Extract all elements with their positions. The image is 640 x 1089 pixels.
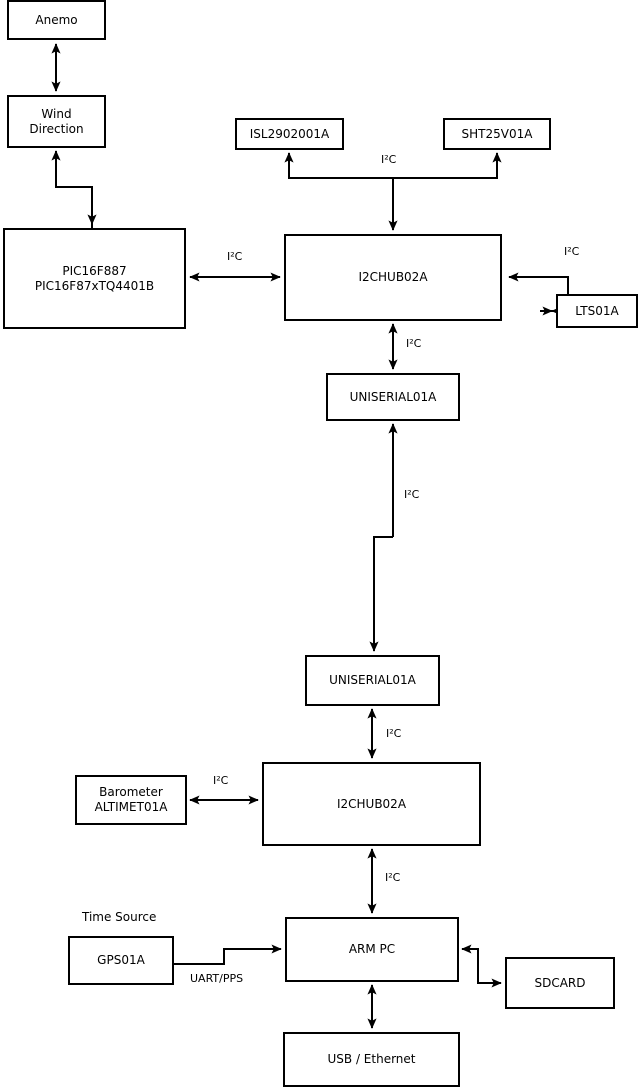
edge-gps-armpc bbox=[173, 944, 282, 965]
node-uniserial01a-top-label: UNISERIAL01A bbox=[349, 389, 437, 404]
edge-label-hubtop-uniserial-i2c: I²C bbox=[406, 337, 422, 350]
edge-armpc-sdcard-out bbox=[477, 949, 502, 988]
node-lts01a-label: LTS01A bbox=[575, 303, 619, 318]
node-isl2902001a-label: ISL2902001A bbox=[249, 126, 330, 141]
edge-bus-sht bbox=[393, 152, 502, 179]
node-i2chub02a-bottom[interactable]: I2CHUB02A bbox=[262, 762, 481, 846]
label-time-source: Time Source bbox=[82, 910, 157, 924]
node-isl2902001a[interactable]: ISL2902001A bbox=[235, 118, 344, 150]
edge-sdcard-armpc-in bbox=[461, 944, 479, 983]
node-sht25v01a[interactable]: SHT25V01A bbox=[443, 118, 551, 150]
node-pic-mcu-label: PIC16F887 PIC16F87xTQ4401B bbox=[34, 263, 155, 293]
node-uniserial01a-bottom[interactable]: UNISERIAL01A bbox=[305, 655, 440, 706]
node-pic-mcu[interactable]: PIC16F887 PIC16F87xTQ4401B bbox=[3, 228, 186, 329]
node-lts01a[interactable]: LTS01A bbox=[556, 294, 638, 328]
node-i2chub02a-top[interactable]: I2CHUB02A bbox=[284, 234, 502, 321]
node-anemo[interactable]: Anemo bbox=[7, 0, 106, 40]
node-wind-direction[interactable]: Wind Direction bbox=[7, 95, 106, 148]
edge-label-lts-i2c: I²C bbox=[564, 245, 580, 258]
node-sht25v01a-label: SHT25V01A bbox=[461, 126, 533, 141]
edge-label-barometer-i2c: I²C bbox=[213, 774, 229, 787]
node-i2chub02a-bottom-label: I2CHUB02A bbox=[336, 796, 407, 811]
node-usb-ethernet-label: USB / Ethernet bbox=[327, 1052, 416, 1066]
node-arm-pc[interactable]: ARM PC bbox=[285, 917, 459, 982]
edge-label-uniserial-link-i2c: I²C bbox=[404, 488, 420, 501]
node-barometer[interactable]: Barometer ALTIMET01A bbox=[75, 775, 187, 825]
node-wind-direction-label: Wind Direction bbox=[29, 106, 84, 136]
node-arm-pc-label: ARM PC bbox=[348, 942, 396, 956]
edge-label-pic-hub-i2c: I²C bbox=[227, 250, 243, 263]
node-barometer-label: Barometer ALTIMET01A bbox=[94, 785, 168, 814]
node-sdcard-label: SDCARD bbox=[534, 975, 586, 990]
node-uniserial01a-bottom-label: UNISERIAL01A bbox=[329, 673, 416, 687]
node-uniserial01a-top[interactable]: UNISERIAL01A bbox=[326, 373, 460, 421]
edge-unitop-unibot-down bbox=[369, 536, 393, 652]
edge-label-uniserial-hubbot-i2c: I²C bbox=[386, 727, 402, 740]
node-sdcard[interactable]: SDCARD bbox=[505, 957, 615, 1009]
node-anemo-label: Anemo bbox=[35, 12, 78, 27]
edge-label-hubbot-armpc-i2c: I²C bbox=[385, 871, 401, 884]
node-usb-ethernet[interactable]: USB / Ethernet bbox=[283, 1032, 460, 1087]
edge-pic-wind-up bbox=[51, 150, 93, 228]
node-gps01a[interactable]: GPS01A bbox=[68, 936, 174, 985]
edge-wind-pic-down bbox=[56, 186, 97, 225]
edge-label-sensor-bus-i2c: I²C bbox=[381, 153, 397, 166]
node-i2chub02a-top-label: I2CHUB02A bbox=[358, 270, 428, 284]
edge-hubtop-bus-isl bbox=[284, 152, 394, 230]
node-gps01a-label: GPS01A bbox=[97, 953, 145, 967]
edge-label-uart-pps: UART/PPS bbox=[190, 972, 244, 985]
